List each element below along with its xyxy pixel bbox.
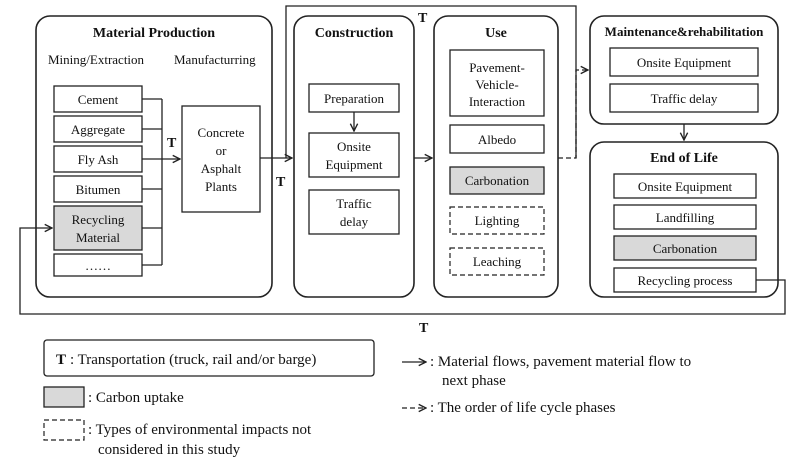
plant-line1: Concrete: [198, 125, 245, 140]
recycling-process-label: Recycling process: [638, 273, 733, 288]
construction-title: Construction: [315, 26, 394, 41]
eol-onsite-box: [613, 173, 757, 199]
construction-traffic-line2: delay: [340, 214, 369, 229]
landfilling-label: Landfilling: [656, 210, 715, 225]
material-production-title: Material Production: [93, 26, 215, 41]
plant-line2: or: [216, 143, 228, 158]
concrete-asphalt-plants-box: [181, 105, 261, 213]
legend-transport-box: [43, 339, 375, 377]
cement-box: [53, 85, 143, 113]
construction-onsite-line2: Equipment: [325, 157, 382, 172]
plant-line3: Asphalt: [201, 161, 242, 176]
transport-marker-bottom: T: [419, 321, 429, 336]
maintenance-title: Maintenance&rehabilitation: [605, 24, 764, 39]
end-of-life-title: End of Life: [650, 151, 718, 166]
legend-carbon-swatch: [43, 386, 85, 408]
use-carbonation-box: [449, 166, 545, 195]
transport-marker-construction: T: [276, 175, 286, 190]
transport-marker-mp: T: [167, 136, 177, 151]
leaching-label: Leaching: [473, 254, 522, 269]
construction-onsite-line1: Onsite: [337, 139, 371, 154]
preparation-label: Preparation: [324, 91, 384, 106]
arrow-use-to-maintenance: [558, 70, 588, 159]
use-title: Use: [485, 26, 507, 41]
panel-use: Use Pavement- Vehicle- Interaction Albed…: [433, 15, 559, 298]
bitumen-box: [53, 175, 143, 203]
maintenance-traffic-label: Traffic delay: [651, 91, 718, 106]
legend-flow-line1: : Material flows, pavement material flow…: [430, 354, 691, 370]
legend-transport-symbol: T: [56, 352, 66, 368]
albedo-box: [449, 124, 545, 154]
pvi-line3: Interaction: [469, 94, 526, 109]
legend-transport-text: : Transportation (truck, rail and/or bar…: [70, 352, 316, 368]
recycling-label-line2: Material: [76, 230, 120, 245]
aggregate-box: [53, 115, 143, 143]
panel-material-production: Material Production Mining/Extraction Ma…: [35, 15, 273, 298]
recycling-label-line1: Recycling: [72, 212, 125, 227]
legend-order-text: : The order of life cycle phases: [430, 400, 616, 416]
use-carbonation-label: Carbonation: [465, 173, 530, 188]
legend-not-considered-line1: : Types of environmental impacts not: [88, 422, 312, 438]
pvi-box: [449, 49, 545, 117]
transport-marker-top: T: [418, 11, 428, 26]
eol-carbonation-box: [613, 235, 757, 261]
legend-not-considered-line2: considered in this study: [98, 442, 241, 458]
maintenance-onsite-box: [609, 47, 759, 77]
construction-onsite-box: [308, 132, 400, 178]
recycling-loop-arrow: [19, 228, 786, 315]
legend-carbon-text: : Carbon uptake: [88, 390, 184, 406]
panel-end-of-life: End of Life Onsite Equipment Landfilling…: [589, 141, 779, 298]
cement-label: Cement: [78, 92, 119, 107]
more-materials-label: ……: [85, 258, 111, 273]
legend: T : Transportation (truck, rail and/or b…: [43, 339, 691, 458]
lighting-box: [449, 206, 545, 235]
legend-flow-line2: next phase: [442, 373, 506, 389]
plant-line4: Plants: [205, 179, 237, 194]
maintenance-onsite-label: Onsite Equipment: [637, 55, 732, 70]
pvi-line2: Vehicle-: [475, 77, 518, 92]
landfilling-box: [613, 204, 757, 230]
panel-construction: Construction Preparation Onsite Equipmen…: [293, 15, 415, 298]
construction-traffic-box: [308, 189, 400, 235]
maintenance-traffic-box: [609, 83, 759, 113]
fly-ash-label: Fly Ash: [78, 152, 119, 167]
material-bracket: [142, 98, 163, 266]
legend-not-considered-swatch: [43, 419, 85, 441]
albedo-label: Albedo: [478, 132, 516, 147]
panel-maintenance: Maintenance&rehabilitation Onsite Equipm…: [589, 15, 779, 125]
top-transport-loop: [285, 5, 577, 158]
pvi-line1: Pavement-: [469, 60, 525, 75]
bitumen-label: Bitumen: [76, 182, 121, 197]
aggregate-label: Aggregate: [71, 122, 125, 137]
eol-carbonation-label: Carbonation: [653, 241, 718, 256]
recycling-material-box: [53, 205, 143, 251]
construction-traffic-line1: Traffic: [336, 196, 372, 211]
mining-extraction-label: Mining/Extraction: [48, 52, 145, 67]
eol-onsite-label: Onsite Equipment: [638, 179, 733, 194]
lighting-label: Lighting: [475, 213, 520, 228]
manufacturing-label: Manufacturring: [174, 52, 256, 67]
leaching-box: [449, 247, 545, 276]
